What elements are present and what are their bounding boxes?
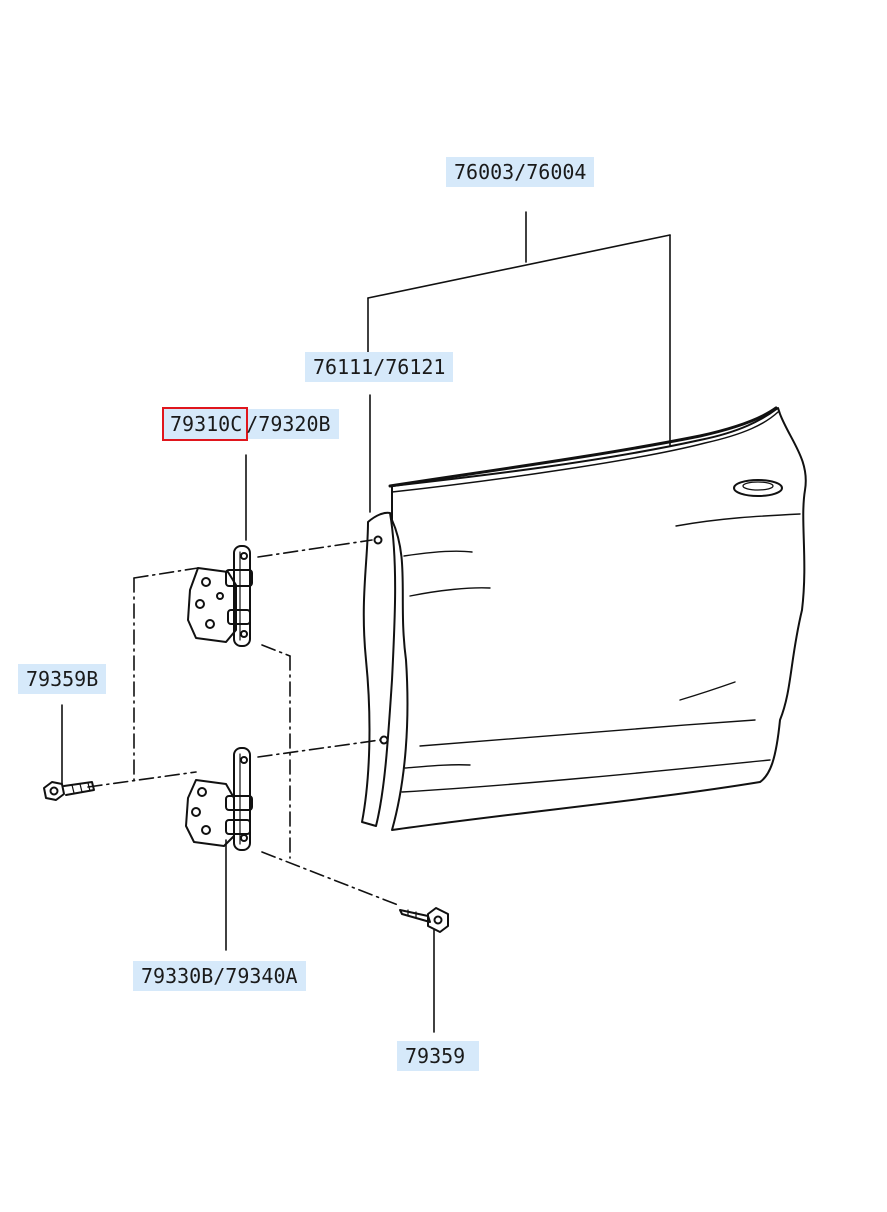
- part-label-79310c-highlight[interactable]: 79310C: [161, 407, 249, 441]
- door-edge-seal[interactable]: [361, 511, 397, 827]
- door-panel[interactable]: [388, 406, 807, 831]
- lower-hinge[interactable]: [185, 747, 253, 851]
- part-label-79359[interactable]: 79359: [397, 1041, 479, 1071]
- part-label-76111-76121[interactable]: 76111/76121: [305, 352, 454, 382]
- part-label-79310c-79320b: 79310C/79320B: [161, 407, 339, 441]
- alignment-lines: [87, 539, 399, 906]
- bolt-79359b[interactable]: [43, 781, 95, 801]
- part-label-79359b[interactable]: 79359B: [18, 664, 107, 694]
- hinge-bolt-hole-upper: [373, 535, 383, 545]
- hinge-bolt-hole-lower: [379, 735, 389, 745]
- part-label-76003-76004[interactable]: 76003/76004: [446, 157, 595, 187]
- bolt-79359[interactable]: [399, 907, 449, 933]
- leader-lines: [61, 211, 671, 1033]
- upper-hinge[interactable]: [187, 545, 253, 647]
- part-label-79330b-79340a[interactable]: 79330B/79340A: [133, 961, 306, 991]
- door-handle-recess: [733, 479, 783, 497]
- part-label-separator: /: [246, 412, 259, 436]
- part-label-79320b[interactable]: 79320B: [258, 412, 331, 436]
